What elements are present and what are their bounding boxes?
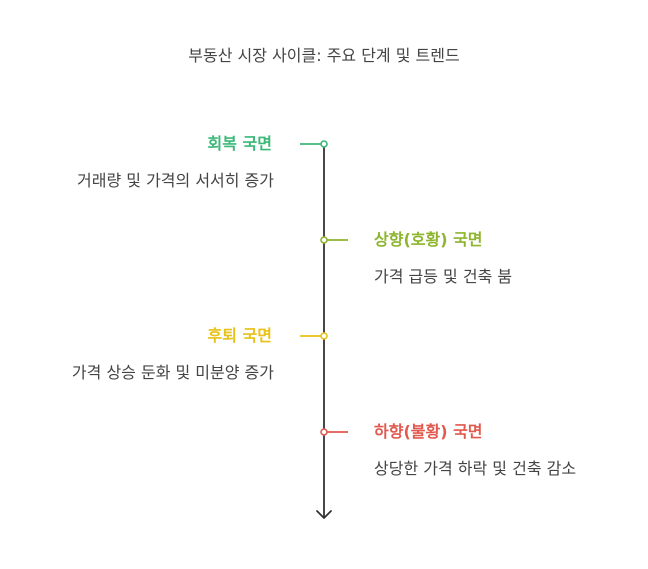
phase-3-description: 가격 상승 둔화 및 미분양 증가 <box>71 363 274 382</box>
phase-1-marker <box>320 140 328 148</box>
diagram-title: 부동산 시장 사이클: 주요 단계 및 트렌드 <box>188 46 460 65</box>
phase-3-marker <box>320 332 328 340</box>
timeline-arrowhead-icon <box>316 510 332 519</box>
phase-4-title: 하향(불황) 국면 <box>374 422 483 441</box>
phase-2-description: 가격 급등 및 건축 붐 <box>374 267 513 286</box>
phase-2-marker <box>320 236 328 244</box>
phase-1-title: 회복 국면 <box>207 134 272 153</box>
phase-4-description: 상당한 가격 하락 및 건축 감소 <box>374 459 577 478</box>
phase-1-description: 거래량 및 가격의 서서히 증가 <box>77 171 274 190</box>
phase-3-title: 후퇴 국면 <box>207 326 272 345</box>
phase-4-marker <box>320 428 328 436</box>
phase-2-title: 상향(호황) 국면 <box>374 230 483 249</box>
